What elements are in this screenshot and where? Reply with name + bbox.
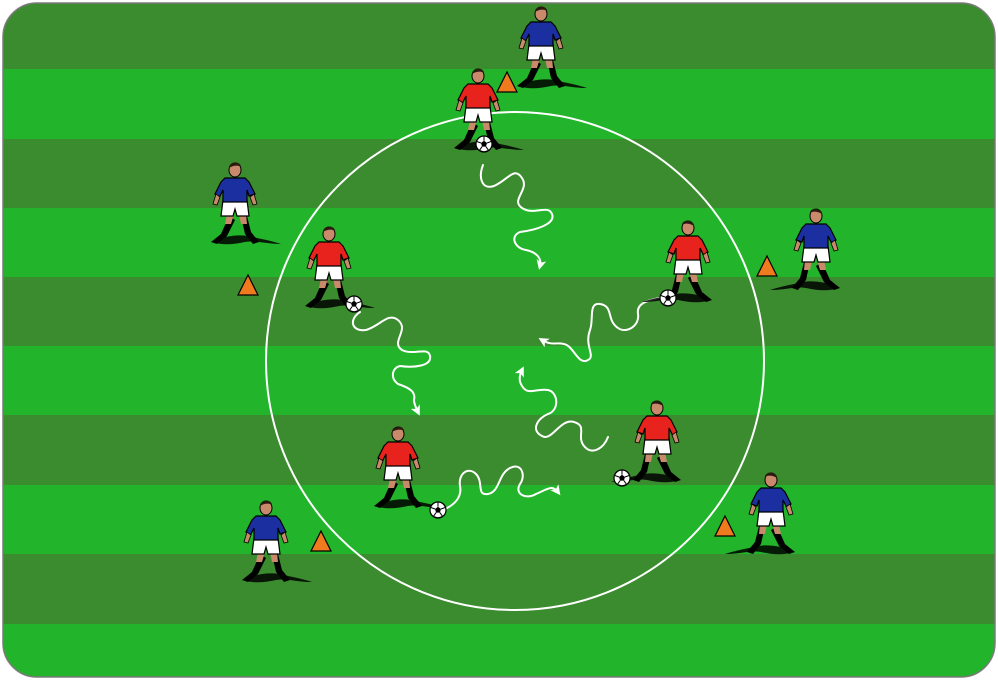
pitch-stripe <box>0 69 998 139</box>
pitch-stripe <box>0 346 998 415</box>
pitch-stripe <box>0 415 998 485</box>
soccer-ball-icon <box>614 470 630 486</box>
pitch-stripe <box>0 277 998 346</box>
soccer-ball-icon <box>660 290 676 306</box>
soccer-ball-icon <box>430 502 446 518</box>
soccer-ball-icon <box>346 296 362 312</box>
pitch-stripes <box>0 3 998 680</box>
pitch-stripe <box>0 485 998 554</box>
pitch-stripe <box>0 139 998 208</box>
pitch-stripe <box>0 554 998 624</box>
pitch-stripe <box>0 624 998 680</box>
soccer-ball-icon <box>476 136 492 152</box>
pitch-stripe <box>0 208 998 277</box>
pitch-stripe <box>0 3 998 69</box>
